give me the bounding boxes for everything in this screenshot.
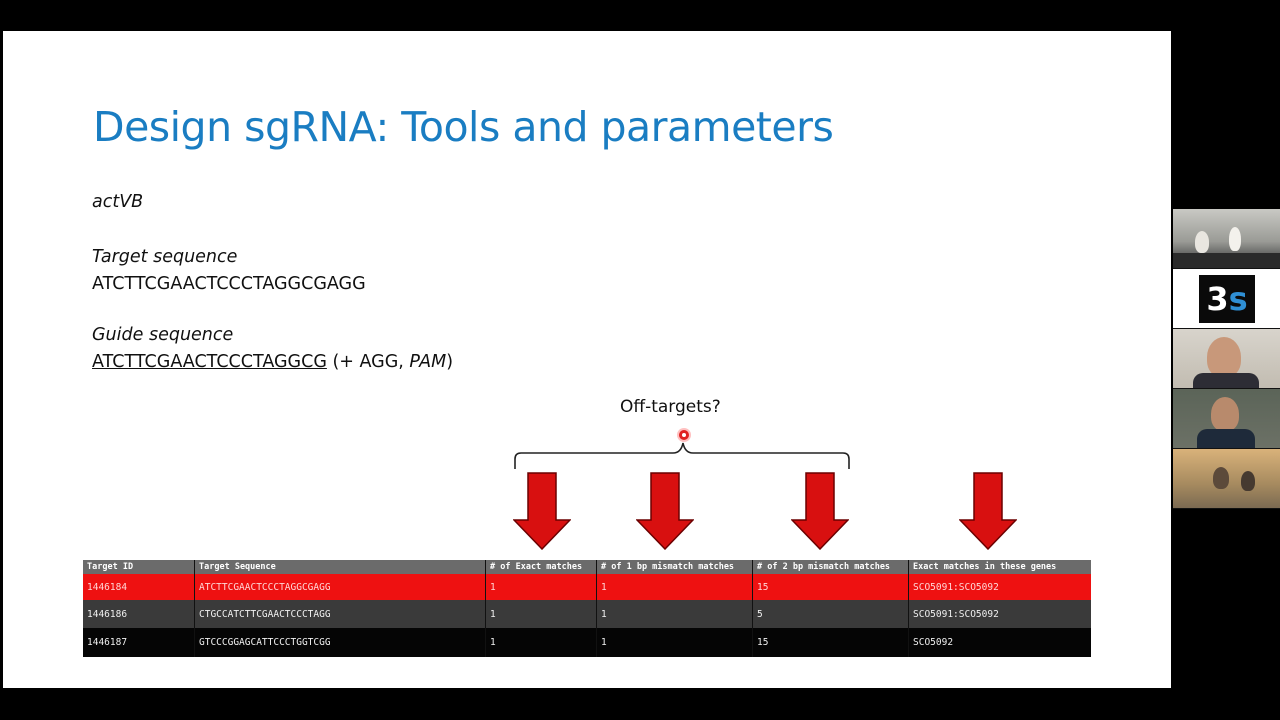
cell-exact-matches: 1 bbox=[486, 600, 597, 628]
header-2bp-mismatch: # of 2 bp mismatch matches bbox=[753, 560, 909, 574]
header-target-id: Target ID bbox=[83, 560, 195, 574]
down-arrow-icon bbox=[636, 472, 694, 550]
table-row[interactable]: 1446184 ATCTTCGAACTCCCTAGGCGAGG 1 1 15 S… bbox=[83, 574, 1091, 600]
header-genes: Exact matches in these genes bbox=[913, 562, 1057, 572]
participant-figure bbox=[1195, 231, 1209, 253]
slide-title: Design sgRNA: Tools and parameters bbox=[93, 103, 834, 151]
cell-target-sequence: GTCCCGGAGCATTCCCTGGTCGG bbox=[195, 628, 486, 657]
cell-2bp-mismatch: 15 bbox=[753, 574, 909, 600]
participant-figure bbox=[1213, 467, 1229, 489]
cell-2bp-mismatch: 5 bbox=[753, 600, 909, 628]
header-exact-matches: # of Exact matches bbox=[486, 560, 597, 574]
down-arrow-icon bbox=[959, 472, 1017, 550]
participant-face bbox=[1207, 337, 1241, 377]
cell-genes: SCO5092 bbox=[913, 637, 954, 648]
cell-1bp-mismatch: 1 bbox=[597, 600, 753, 628]
cell-1bp-mismatch: 1 bbox=[597, 574, 753, 600]
header-1bp-mismatch: # of 1 bp mismatch matches bbox=[597, 560, 753, 574]
cell-target-id: 1446186 bbox=[83, 600, 195, 628]
table-header: Target ID Target Sequence # of Exact mat… bbox=[83, 560, 1091, 574]
cell-target-id: 1446184 bbox=[83, 574, 195, 600]
table-surface bbox=[1173, 253, 1280, 268]
participant-video-tile[interactable] bbox=[1173, 209, 1280, 268]
cell-exact-matches: 1 bbox=[486, 628, 597, 657]
participant-video-tile[interactable] bbox=[1173, 329, 1280, 388]
participant-video-tile[interactable] bbox=[1173, 389, 1280, 448]
participant-video-tile[interactable] bbox=[1173, 449, 1280, 508]
down-arrow-icon bbox=[791, 472, 849, 550]
guide-sequence-line: ATCTTCGAACTCCCTAGGCG (+ AGG, PAM) bbox=[92, 352, 453, 372]
table-row[interactable]: 1446186 CTGCCATCTTCGAACTCCCTAGG 1 1 5 SC… bbox=[83, 600, 1091, 628]
participant-body bbox=[1197, 429, 1255, 448]
cell-target-sequence: ATCTTCGAACTCCCTAGGCGAGG bbox=[195, 574, 486, 600]
gene-name: actVB bbox=[92, 192, 144, 212]
cell-exact-matches: 1 bbox=[486, 574, 597, 600]
target-sequence: ATCTTCGAACTCCCTAGGCGAGG bbox=[92, 274, 366, 294]
participant-figure bbox=[1241, 471, 1255, 491]
guide-suffix-pre: (+ AGG, bbox=[326, 352, 410, 372]
curly-brace bbox=[514, 442, 850, 469]
cell-1bp-mismatch: 1 bbox=[597, 628, 753, 657]
offtargets-label: Off-targets? bbox=[620, 397, 721, 417]
participant-figure bbox=[1229, 227, 1241, 251]
guide-suffix-post: ) bbox=[446, 352, 454, 372]
cell-target-id: 1446187 bbox=[83, 628, 195, 657]
guide-sequence-label: Guide sequence bbox=[92, 325, 234, 345]
guide-sequence: ATCTTCGAACTCCCTAGGCG bbox=[92, 352, 327, 372]
table-row[interactable]: 1446187 GTCCCGGAGCATTCCCTGGTCGG 1 1 15 S… bbox=[83, 628, 1091, 657]
laser-pointer bbox=[679, 430, 689, 440]
participant-body bbox=[1193, 373, 1259, 388]
presentation-slide: Design sgRNA: Tools and parameters actVB… bbox=[3, 31, 1171, 688]
pam-label: PAM bbox=[409, 352, 447, 372]
results-table: Target ID Target Sequence # of Exact mat… bbox=[83, 560, 1091, 657]
cell-genes: SCO5091:SCO5092 bbox=[913, 608, 999, 620]
participant-face bbox=[1211, 397, 1239, 431]
cell-2bp-mismatch: 15 bbox=[753, 628, 909, 657]
header-target-sequence: Target Sequence bbox=[195, 560, 486, 574]
cell-target-sequence: CTGCCATCTTCGAACTCCCTAGG bbox=[195, 600, 486, 628]
down-arrow-icon bbox=[513, 472, 571, 550]
cell-genes: SCO5091:SCO5092 bbox=[913, 581, 999, 593]
target-sequence-label: Target sequence bbox=[92, 247, 238, 267]
